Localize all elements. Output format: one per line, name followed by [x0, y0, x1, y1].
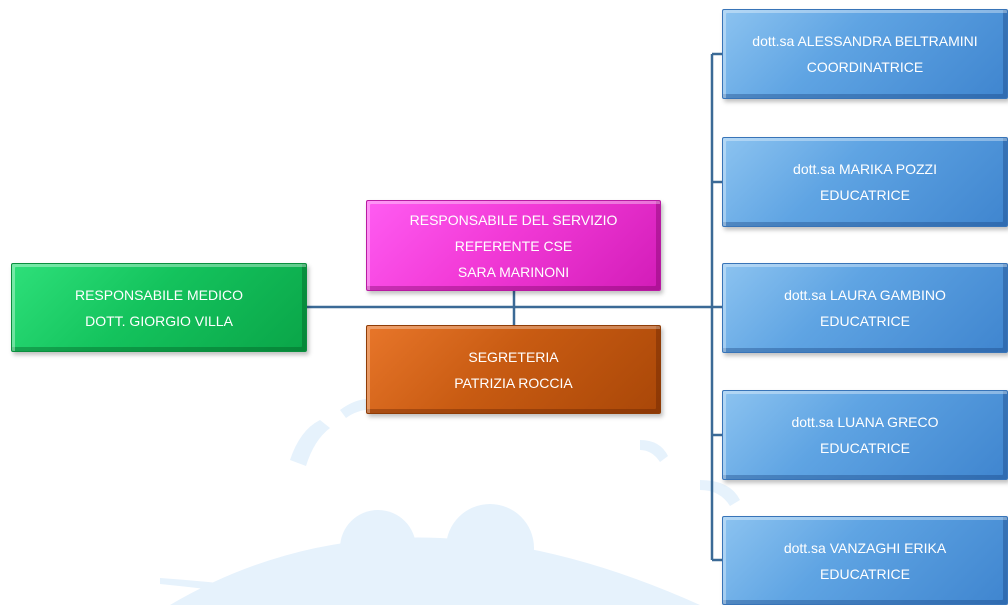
staff-name: dott.sa VANZAGHI ERIKA — [783, 539, 947, 556]
staff-role: EDUCATRICE — [820, 313, 910, 329]
staff-role: COORDINATRICE — [806, 59, 924, 75]
staff-name: dott.sa ALESSANDRA BELTRAMINI — [752, 33, 978, 49]
staff-role: EDUCATRICE — [820, 440, 910, 456]
secretariat-title: SEGRETERIA — [468, 348, 559, 365]
service-manager-box: RESPONSABILE DEL SERVIZIO REFERENTE CSE … — [366, 200, 661, 291]
medical-director-title: RESPONSABILE MEDICO — [74, 286, 244, 303]
staff-role: EDUCATRICE — [820, 187, 910, 203]
staff-box-educator: dott.sa MARIKA POZZI EDUCATRICE — [722, 137, 1008, 227]
service-manager-title: RESPONSABILE DEL SERVIZIO — [409, 211, 618, 228]
staff-name: dott.sa MARIKA POZZI — [793, 161, 937, 177]
service-manager-role: REFERENTE CSE — [454, 237, 573, 254]
staff-box-coordinator: dott.sa ALESSANDRA BELTRAMINI COORDINATR… — [722, 9, 1008, 99]
staff-box-educator: dott.sa LAURA GAMBINO EDUCATRICE — [722, 263, 1008, 353]
secretariat-box: SEGRETERIA PATRIZIA ROCCIA — [366, 325, 661, 414]
staff-box-educator: dott.sa VANZAGHI ERIKA EDUCATRICE — [722, 516, 1008, 605]
staff-box-educator: dott.sa LUANA GRECO EDUCATRICE — [722, 390, 1008, 480]
staff-name: dott.sa LAURA GAMBINO — [784, 287, 946, 303]
medical-director-box: RESPONSABILE MEDICO DOTT. GIORGIO VILLA — [11, 263, 307, 352]
medical-director-name: DOTT. GIORGIO VILLA — [85, 312, 233, 329]
secretariat-name: PATRIZIA ROCCIA — [454, 374, 573, 391]
service-manager-name: SARA MARINONI — [457, 263, 570, 280]
staff-role: EDUCATRICE — [820, 565, 910, 582]
staff-name: dott.sa LUANA GRECO — [791, 414, 939, 430]
